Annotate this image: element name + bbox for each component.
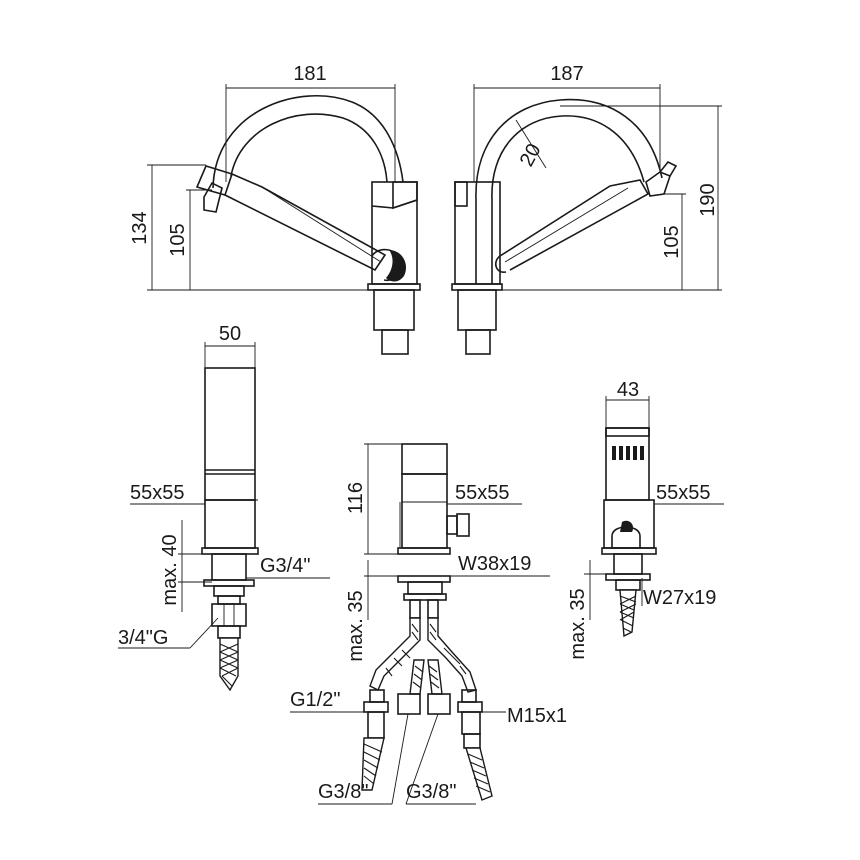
mixer-view: 116 55x55 W38x19 max. 35 G1/2" M15x1 G3/… <box>290 443 567 805</box>
label-shower-55x55: 55x55 <box>130 482 185 504</box>
diverter-view: 43 55x55 W27x19 max. 35 <box>567 379 724 660</box>
faucet-side-view-right: 20 187 190 105 <box>451 63 722 355</box>
label-hose-g38-a: G3/8" <box>318 781 368 803</box>
label-mixer-thread: W38x19 <box>458 553 531 575</box>
label-hose-g12: G1/2" <box>290 689 340 711</box>
label-spout-55x55: 55x55 <box>656 482 711 504</box>
dim-181: 181 <box>293 63 326 85</box>
hand-shower-view: 50 55x55 max. 40 G3/4" 3/4"G <box>118 323 330 692</box>
aerator-grid <box>612 446 644 460</box>
dim-190: 190 <box>697 183 719 216</box>
dim-43: 43 <box>617 379 639 401</box>
label-shower-hose: 3/4"G <box>118 627 168 649</box>
dim-105-left: 105 <box>167 223 189 256</box>
label-shower-thread: G3/4" <box>260 555 310 577</box>
dim-134: 134 <box>129 211 151 244</box>
label-mixer-max35: max. 35 <box>345 590 367 661</box>
label-mixer-55x55: 55x55 <box>455 482 510 504</box>
dim-50: 50 <box>219 323 241 345</box>
label-shower-max40: max. 40 <box>159 534 181 605</box>
label-spout-thread: W27x19 <box>643 587 716 609</box>
dim-radius-20: 20 <box>516 140 546 170</box>
dim-187: 187 <box>550 63 583 85</box>
label-hose-m15: M15x1 <box>507 705 567 727</box>
dim-105-right: 105 <box>661 225 683 258</box>
label-hose-g38-b: G3/8" <box>406 781 456 803</box>
dim-116: 116 <box>345 482 367 514</box>
faucet-side-view-left: 181 134 105 <box>129 63 421 355</box>
label-spout-max35: max. 35 <box>567 588 589 659</box>
